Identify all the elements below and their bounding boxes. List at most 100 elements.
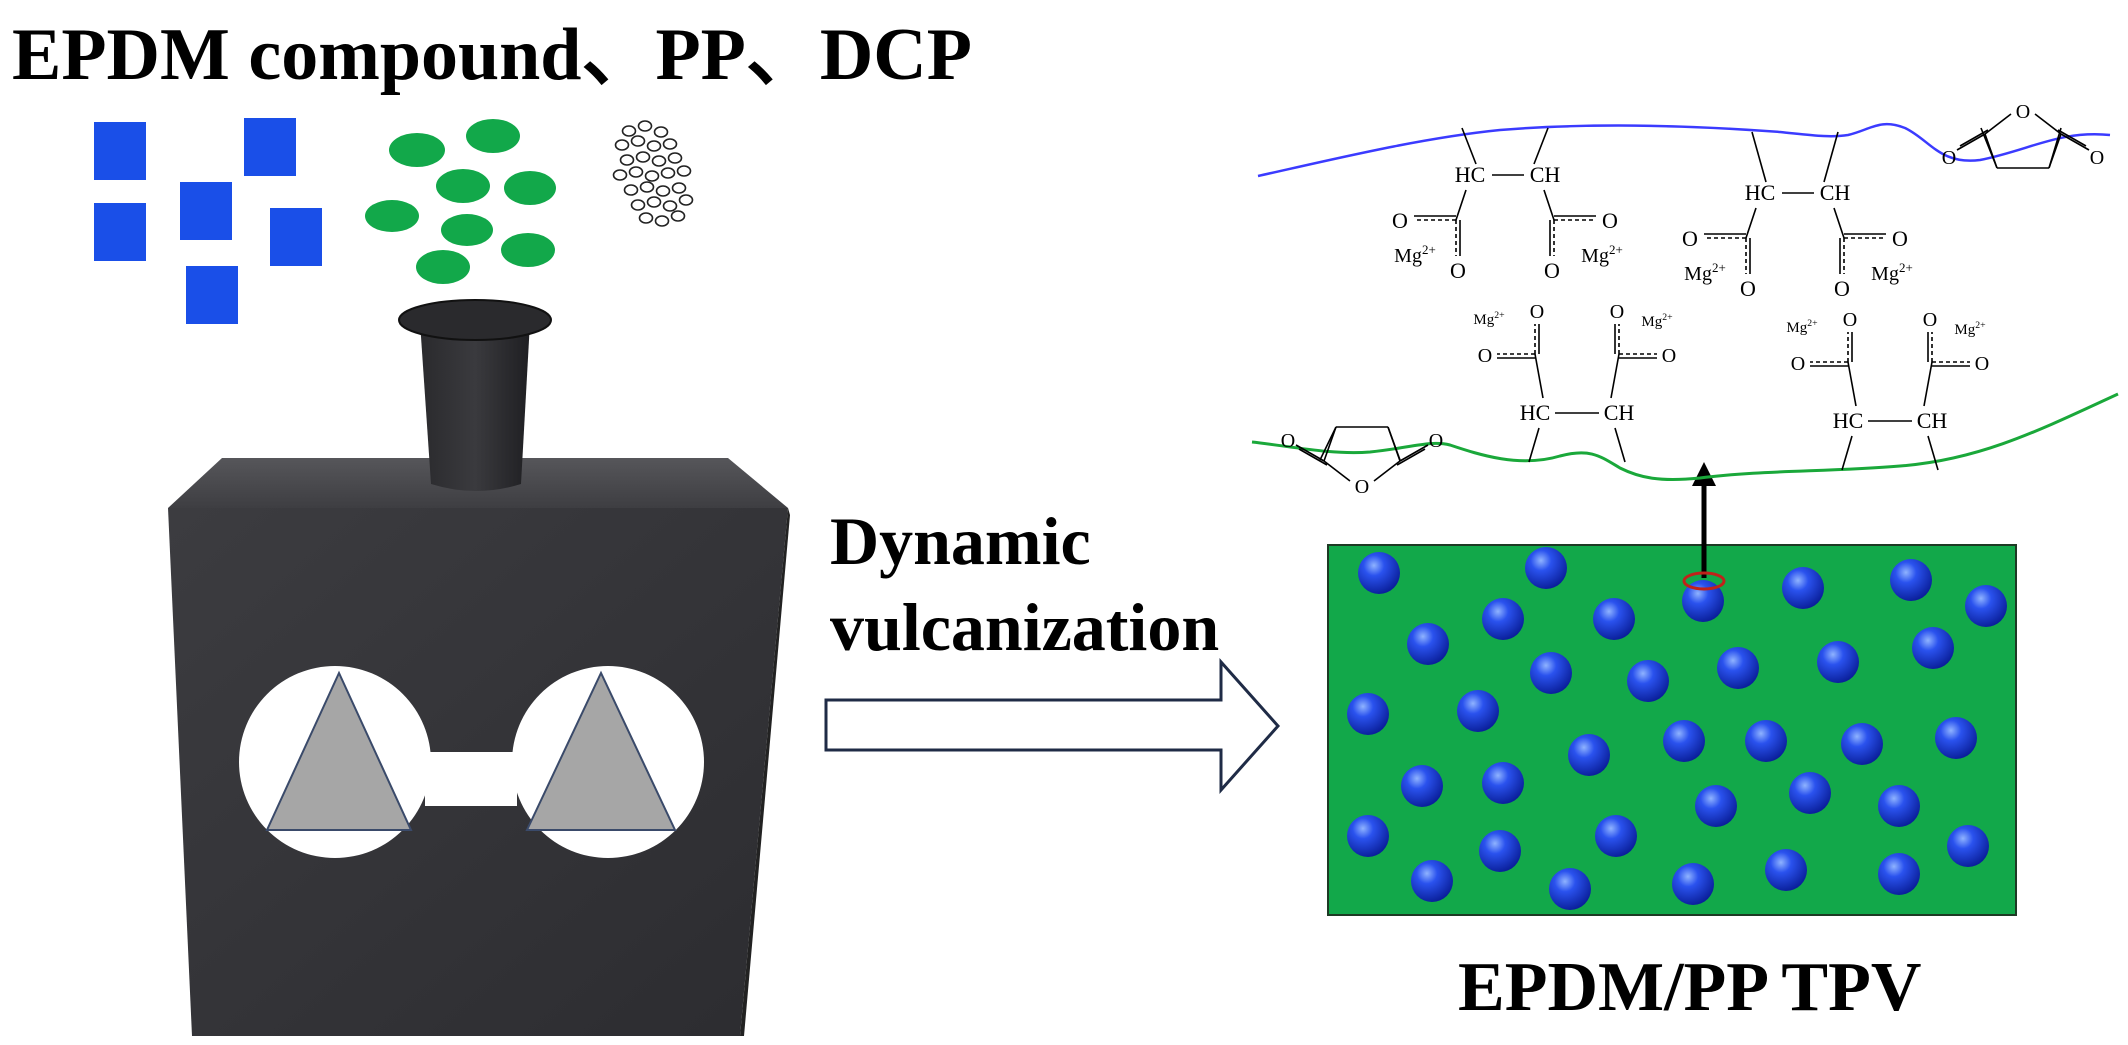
chem-label: O bbox=[1392, 208, 1408, 233]
dcp-dot bbox=[644, 170, 660, 182]
chem-label: O bbox=[1662, 345, 1676, 367]
rubber-particle bbox=[1878, 785, 1920, 827]
chem-label: O bbox=[1478, 345, 1492, 367]
rubber-particle bbox=[1745, 720, 1787, 762]
rubber-particle bbox=[1765, 849, 1807, 891]
dcp-dot bbox=[614, 139, 630, 151]
rubber-particle bbox=[1717, 647, 1759, 689]
epdm-square bbox=[186, 266, 238, 324]
rubber-particles bbox=[1347, 547, 2007, 910]
rubber-particle bbox=[1912, 627, 1954, 669]
product-label: EPDM/PP TPV bbox=[1458, 949, 1922, 1026]
chem-bond bbox=[1959, 129, 1989, 147]
chem-bond bbox=[1323, 460, 1351, 482]
rubber-particle bbox=[1347, 815, 1389, 857]
process-label-line2: vulcanization bbox=[830, 589, 1220, 665]
rubber-particle bbox=[1411, 860, 1453, 902]
chem-bond bbox=[1534, 353, 1544, 399]
rubber-particle bbox=[1682, 580, 1724, 622]
chem-label: CH bbox=[1917, 408, 1948, 433]
rubber-particle bbox=[1479, 830, 1521, 872]
rubber-particle bbox=[1358, 552, 1400, 594]
pp-chain-bottom bbox=[1251, 392, 2119, 481]
rubber-particle bbox=[1525, 547, 1567, 589]
dcp-dot bbox=[628, 166, 644, 178]
dcp-dot bbox=[671, 182, 687, 194]
process-arrow bbox=[824, 658, 1281, 794]
chem-label: HC bbox=[1833, 408, 1864, 433]
chem-label: HC bbox=[1745, 180, 1776, 205]
dcp-dot bbox=[635, 151, 651, 163]
dcp-dot bbox=[637, 120, 653, 132]
dcp-dot bbox=[678, 194, 694, 206]
interface-marker-ring bbox=[1682, 571, 1726, 591]
chem-bond bbox=[1927, 435, 1939, 471]
rubber-particle bbox=[1965, 585, 2007, 627]
rubber-particle bbox=[1568, 734, 1610, 776]
chem-bond bbox=[1319, 426, 1337, 461]
chem-bond bbox=[1847, 361, 1857, 407]
pp-ellipse bbox=[466, 119, 520, 153]
epdm-square bbox=[94, 203, 146, 261]
feed-hopper-rim bbox=[398, 299, 552, 341]
chem-bond bbox=[1610, 353, 1620, 399]
chem-bond bbox=[1833, 207, 1845, 239]
epdm-square bbox=[244, 118, 296, 176]
chem-label: CH bbox=[1530, 162, 1561, 187]
rubber-particle bbox=[1407, 623, 1449, 665]
dcp-dot bbox=[621, 125, 637, 137]
epdm-compound-particles bbox=[94, 118, 322, 324]
diagram-title: EPDM compound、PP、DCP bbox=[12, 14, 972, 96]
chem-label: HC bbox=[1520, 400, 1551, 425]
mg-ion-label: Mg2+ bbox=[1684, 260, 1726, 285]
chem-bond bbox=[1295, 444, 1325, 462]
process-label: Dynamic vulcanization bbox=[830, 498, 1219, 670]
chem-bond bbox=[2060, 133, 2090, 151]
chem-label: O bbox=[1791, 353, 1805, 375]
chem-bond bbox=[1745, 207, 1757, 239]
dcp-dot bbox=[660, 167, 676, 179]
feed-hopper bbox=[420, 322, 530, 491]
chem-label: O bbox=[1610, 301, 1624, 323]
dcp-dot bbox=[638, 212, 654, 224]
rubber-particle bbox=[1627, 660, 1669, 702]
rotor-chamber-bridge bbox=[425, 752, 517, 806]
chem-bond bbox=[2034, 113, 2062, 135]
chem-label: O bbox=[1843, 309, 1857, 331]
chem-label: O bbox=[1834, 276, 1850, 301]
chem-bond bbox=[1373, 460, 1401, 482]
chem-bond bbox=[1984, 113, 2012, 135]
chem-label: O bbox=[1975, 353, 1989, 375]
rubber-particle bbox=[1817, 641, 1859, 683]
chem-bond bbox=[1528, 427, 1540, 463]
chem-bond bbox=[1956, 133, 1986, 151]
rubber-particle bbox=[1695, 785, 1737, 827]
process-label-line1: Dynamic bbox=[830, 503, 1091, 579]
chem-label: O bbox=[1942, 147, 1956, 169]
rubber-particle bbox=[1878, 853, 1920, 895]
dcp-dot bbox=[670, 210, 686, 222]
mg-ion-label: Mg2+ bbox=[1641, 312, 1673, 330]
chem-bond bbox=[1980, 127, 1998, 169]
rotor-left bbox=[265, 670, 413, 831]
rubber-particle bbox=[1789, 772, 1831, 814]
pp-ellipse bbox=[416, 250, 470, 284]
chem-bond bbox=[1396, 448, 1426, 466]
dcp-dot bbox=[662, 138, 678, 150]
chem-bond bbox=[1298, 448, 1328, 466]
chem-label: O bbox=[1682, 226, 1698, 251]
dcp-dot bbox=[639, 181, 655, 193]
epdm-chain-top bbox=[1257, 123, 2111, 178]
dcp-dot bbox=[630, 199, 646, 211]
rubber-particle bbox=[1672, 863, 1714, 905]
chem-bond bbox=[1461, 127, 1477, 165]
dcp-dot bbox=[651, 155, 667, 167]
rubber-particle bbox=[1347, 693, 1389, 735]
rubber-particle bbox=[1935, 717, 1977, 759]
chem-label: O bbox=[1544, 258, 1560, 283]
rubber-particle bbox=[1482, 762, 1524, 804]
dcp-dot bbox=[667, 152, 683, 164]
pp-ellipse bbox=[504, 171, 556, 205]
